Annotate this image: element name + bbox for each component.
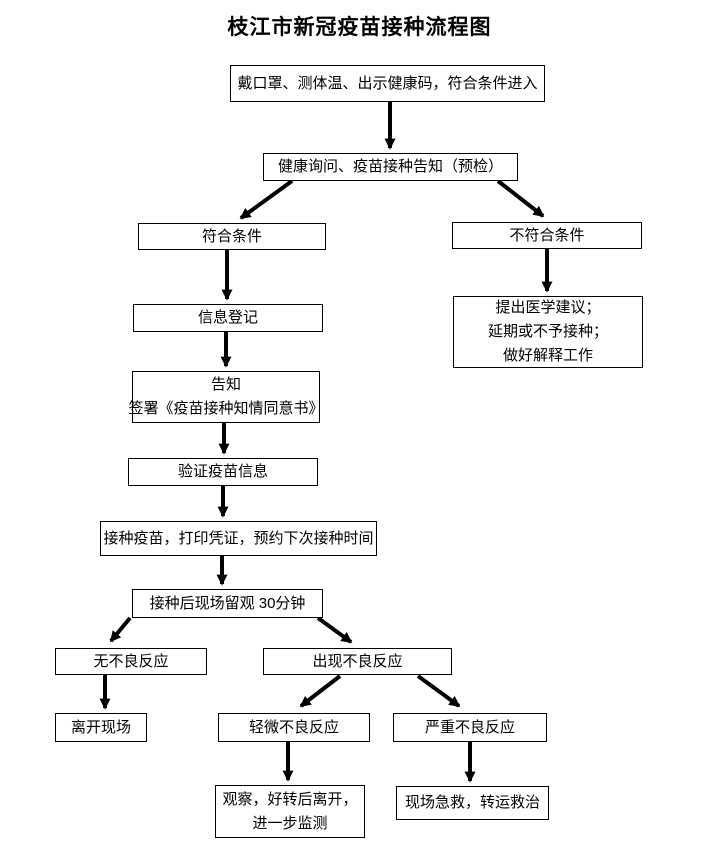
flow-node-precheck: 健康询问、疫苗接种告知（预检） [263,153,518,181]
flow-node-mild-reaction-label: 轻微不良反应 [248,718,339,736]
flow-node-no-reaction: 无不良反应 [55,648,207,675]
flow-node-inform-line2: 签署《疫苗接种知情同意书》 [128,400,324,417]
flow-node-leave-label: 离开现场 [70,718,131,736]
flow-node-vaccinate-label: 接种疫苗，打印凭证，预约下次接种时间 [103,529,374,547]
flow-node-medical-advice-line1: 提出医学建议； [495,299,601,316]
flow-node-verify-label: 验证疫苗信息 [177,463,268,480]
flow-node-verify: 验证疫苗信息 [128,458,318,486]
page-title: 枝江市新冠疫苗接种流程图 [227,15,492,39]
arrow-precheck-to-not-eligible [496,179,545,218]
flow-node-registration: 信息登记 [133,304,323,332]
flow-node-entry-label: 戴口罩、测体温、出示健康码，符合条件进入 [237,74,538,92]
arrow-reaction-to-severe [416,674,461,708]
flow-node-observe-monitor-line2: 进一步监测 [252,814,328,832]
flow-node-observation: 接种后现场留观 30分钟 [132,589,323,618]
flow-node-rescue: 现场急救，转运救治 [396,786,549,820]
flow-node-observe-monitor-line1: 观察，好转后离开， [222,790,358,808]
flow-node-reaction-label: 出现不良反应 [312,652,403,670]
flow-node-eligible-label: 符合条件 [201,227,262,245]
flow-node-observe-monitor: 观察，好转后离开， 进一步监测 [215,785,365,838]
arrow-observation-to-no-reaction [109,616,132,643]
flow-node-observation-label: 接种后现场留观 30分钟 [149,594,306,612]
flow-node-medical-advice-line2: 延期或不予接种； [487,323,608,340]
flow-node-inform-line1: 告知 [210,376,241,393]
flow-node-medical-advice: 提出医学建议； 延期或不予接种； 做好解释工作 [453,296,643,368]
flow-node-reaction: 出现不良反应 [263,648,452,675]
arrow-reaction-to-mild [299,674,342,708]
flow-node-vaccinate: 接种疫苗，打印凭证，预约下次接种时间 [100,521,377,556]
flow-node-eligible: 符合条件 [138,223,326,250]
flow-node-severe-reaction-label: 严重不良反应 [424,718,515,736]
flow-node-no-reaction-label: 无不良反应 [93,652,169,670]
flow-node-registration-label: 信息登记 [197,309,258,326]
arrow-observation-to-reaction [316,616,353,644]
flow-node-rescue-label: 现场急救，转运救治 [404,794,540,811]
flow-node-leave: 离开现场 [55,713,147,742]
flow-node-precheck-label: 健康询问、疫苗接种告知（预检） [277,158,503,175]
arrow-precheck-to-eligible [239,179,294,220]
flow-node-not-eligible: 不符合条件 [452,222,642,249]
flow-node-not-eligible-label: 不符合条件 [509,226,585,244]
flow-node-inform: 告知 签署《疫苗接种知情同意书》 [129,371,324,423]
flow-node-medical-advice-line3: 做好解释工作 [502,347,593,364]
flow-node-severe-reaction: 严重不良反应 [393,713,547,742]
flow-node-entry: 戴口罩、测体温、出示健康码，符合条件进入 [230,65,545,102]
flow-node-mild-reaction: 轻微不良反应 [218,713,370,742]
